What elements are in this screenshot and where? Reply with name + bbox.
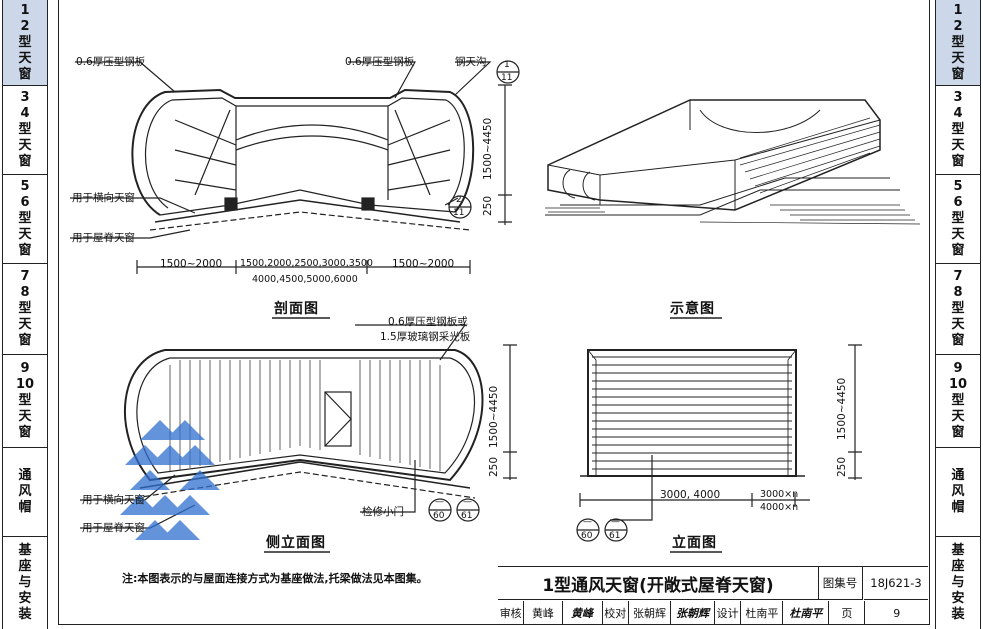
tab-type-1-2[interactable]: 1 2 型 天 窗 bbox=[3, 0, 47, 86]
section-ref-1-top: 1 bbox=[504, 60, 510, 70]
tab-type-1-2[interactable]: 1 2 型 天 窗 bbox=[936, 0, 980, 86]
page-number: 9 bbox=[893, 606, 901, 620]
section-label-steel-right: 0.6厚压型钢板 bbox=[345, 56, 415, 68]
tab-type-7-8[interactable]: 7 8 型 天 窗 bbox=[936, 264, 980, 355]
section-ref-2-top: 2 bbox=[456, 195, 462, 205]
side-ref-b-top: — bbox=[463, 497, 472, 507]
tab-type-3-4[interactable]: 3 4 型 天 窗 bbox=[3, 86, 47, 175]
section-dim-right: 1500~2000 bbox=[392, 258, 455, 270]
tab-type-9-10[interactable]: 9 10 型 天 窗 bbox=[3, 355, 47, 448]
schematic-view bbox=[545, 99, 921, 225]
review-label: 审核 bbox=[498, 601, 525, 625]
left-tab-strip: 1 2 型 天 窗 3 4 型 天 窗 5 6 型 天 窗 7 8 型 天 窗 … bbox=[2, 0, 48, 629]
elevation-dim-height: 1500~4450 bbox=[836, 377, 848, 440]
drawing-frame bbox=[58, 0, 930, 625]
drawing-title: 1型通风天窗(开敞式屋脊天窗) bbox=[498, 567, 819, 600]
section-ref-1-bottom: 11 bbox=[501, 73, 513, 83]
elevation-dim-base: 250 bbox=[836, 456, 848, 477]
side-ref-b-bottom: 61 bbox=[461, 511, 473, 521]
designer-name: 杜南平 bbox=[741, 601, 784, 625]
side-dim-base: 250 bbox=[488, 456, 500, 477]
designer-signature: 杜南平 bbox=[783, 601, 830, 625]
checker-name: 张朝辉 bbox=[629, 601, 671, 625]
side-label-cover-1: 0.6厚压型钢板或 bbox=[388, 316, 468, 328]
reviewer-signature: 黄峰 bbox=[563, 601, 603, 625]
tab-type-7-8[interactable]: 7 8 型 天 窗 bbox=[3, 264, 47, 355]
tab-type-9-10[interactable]: 9 10 型 天 窗 bbox=[936, 355, 980, 448]
tab-ventilation-cap[interactable]: 通 风 帽 bbox=[936, 448, 980, 537]
section-view bbox=[70, 60, 520, 274]
section-title: 剖面图 bbox=[274, 301, 319, 317]
atlas-number-label: 图集号 bbox=[818, 567, 863, 600]
section-ref-2-bottom: 11 bbox=[453, 208, 465, 218]
section-dim-height: 1500~4450 bbox=[482, 117, 494, 180]
design-label: 设计 bbox=[715, 601, 742, 625]
checker-signature: 张朝辉 bbox=[671, 601, 715, 625]
side-label-ridge: 用于屋脊天窗 bbox=[82, 522, 145, 534]
elevation-title: 立面图 bbox=[672, 535, 717, 551]
section-dim-base: 250 bbox=[482, 195, 494, 216]
atlas-number: 18J621-3 bbox=[864, 567, 928, 600]
side-dim-height: 1500~4450 bbox=[488, 385, 500, 448]
section-label-ridge: 用于屋脊天窗 bbox=[72, 232, 135, 244]
watermark-logo bbox=[120, 420, 220, 540]
elevation-dim-width: 3000, 4000 bbox=[660, 489, 721, 501]
side-ref-a-bottom: 60 bbox=[433, 511, 445, 521]
elevation-ref-b-top: — bbox=[611, 517, 620, 527]
tab-type-5-6[interactable]: 5 6 型 天 窗 bbox=[936, 175, 980, 264]
elevation-ref-a-top: — bbox=[583, 517, 592, 527]
section-dim-left: 1500~2000 bbox=[160, 258, 223, 270]
section-label-transverse: 用于横向天窗 bbox=[72, 192, 135, 204]
section-label-steel-left: 0.6厚压型钢板 bbox=[76, 56, 146, 68]
side-title: 侧立面图 bbox=[266, 535, 326, 551]
side-label-cover-2: 1.5厚玻璃钢采光板 bbox=[380, 331, 471, 343]
drawing-note: 注:本图表示的与屋面连接方式为基座做法,托梁做法见本图集。 bbox=[122, 572, 428, 585]
elevation-dim-unit-2: 4000×n bbox=[760, 502, 799, 513]
title-block: 1型通风天窗(开敞式屋脊天窗) 图集号 18J621-3 审核 黄峰 黄峰 校对… bbox=[498, 566, 928, 625]
section-dim-mid-2: 4000,4500,5000,6000 bbox=[252, 274, 358, 285]
side-elevation-view bbox=[80, 324, 517, 529]
front-elevation-view bbox=[576, 344, 862, 542]
approval-row: 审核 黄峰 黄峰 校对 张朝辉 张朝辉 设计 杜南平 杜南平 页 9 bbox=[498, 601, 928, 625]
elevation-ref-a-bottom: 60 bbox=[581, 531, 593, 541]
section-label-gutter: 钢天沟 bbox=[455, 56, 487, 68]
elevation-ref-b-bottom: 61 bbox=[609, 531, 621, 541]
reviewer-name: 黄峰 bbox=[524, 601, 563, 625]
tab-type-5-6[interactable]: 5 6 型 天 窗 bbox=[3, 175, 47, 264]
elevation-dim-unit-1: 3000×n bbox=[760, 489, 799, 500]
tab-base-install[interactable]: 基 座 与 安 装 bbox=[18, 543, 32, 622]
side-label-transverse: 用于横向天窗 bbox=[82, 494, 145, 506]
page-label: 页 bbox=[829, 601, 866, 625]
tab-type-3-4[interactable]: 3 4 型 天 窗 bbox=[936, 86, 980, 175]
side-label-hatch: 检修小门 bbox=[362, 506, 404, 518]
check-label: 校对 bbox=[603, 601, 629, 625]
tab-base-install[interactable]: 基 座 与 安 装 bbox=[951, 543, 965, 622]
schematic-title: 示意图 bbox=[670, 301, 715, 317]
tab-ventilation-cap[interactable]: 通 风 帽 bbox=[3, 448, 47, 537]
right-tab-strip: 1 2 型 天 窗 3 4 型 天 窗 5 6 型 天 窗 7 8 型 天 窗 … bbox=[935, 0, 981, 629]
section-dim-mid-1: 1500,2000,2500,3000,3500 bbox=[240, 258, 373, 269]
side-ref-a-top: — bbox=[435, 497, 444, 507]
